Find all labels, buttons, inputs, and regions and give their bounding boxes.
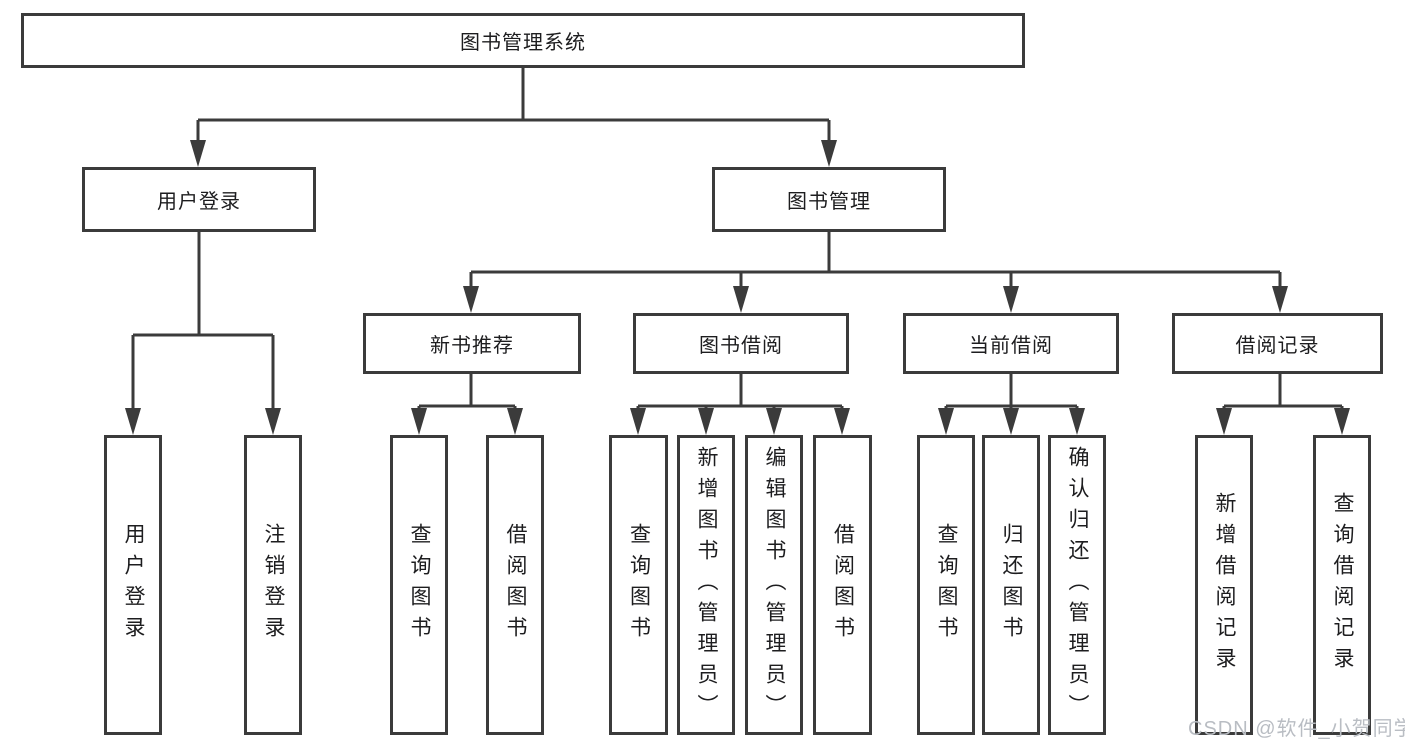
node-label: 用户登录 [157, 191, 241, 213]
leaf-borrow-book-1: 借阅图书 [486, 435, 544, 735]
leaf-confirm-return-admin: 确认归还（管理员） [1048, 435, 1106, 735]
leaf-query-book-3: 查询图书 [917, 435, 975, 735]
leaf-query-book-2: 查询图书 [609, 435, 668, 735]
node-book-borrow: 图书借阅 [633, 313, 849, 374]
node-label: 图书管理 [787, 191, 871, 213]
node-label: 当前借阅 [969, 335, 1053, 357]
node-label: 图书借阅 [699, 335, 783, 357]
leaf-edit-book-admin: 编辑图书（管理员） [745, 435, 803, 735]
leaf-return-book: 归还图书 [982, 435, 1040, 735]
csdn-watermark: CSDN @软件_小贺同学 [1188, 718, 1405, 740]
leaf-borrow-book-2: 借阅图书 [813, 435, 872, 735]
node-new-book-recommend: 新书推荐 [363, 313, 581, 374]
leaf-query-book-1: 查询图书 [390, 435, 448, 735]
leaf-add-borrow-record: 新增借阅记录 [1195, 435, 1253, 735]
leaf-add-book-admin: 新增图书（管理员） [677, 435, 735, 735]
leaf-user-login: 用户登录 [104, 435, 162, 735]
leaf-query-borrow-record: 查询借阅记录 [1313, 435, 1371, 735]
node-label: 图书管理系统 [460, 32, 586, 54]
leaf-logout: 注销登录 [244, 435, 302, 735]
node-root-library-system: 图书管理系统 [21, 13, 1025, 68]
node-label: 新书推荐 [430, 335, 514, 357]
node-user-login: 用户登录 [82, 167, 316, 232]
node-current-borrow: 当前借阅 [903, 313, 1119, 374]
node-label: 借阅记录 [1235, 335, 1320, 357]
node-borrow-record: 借阅记录 [1172, 313, 1383, 374]
node-book-management: 图书管理 [712, 167, 946, 232]
